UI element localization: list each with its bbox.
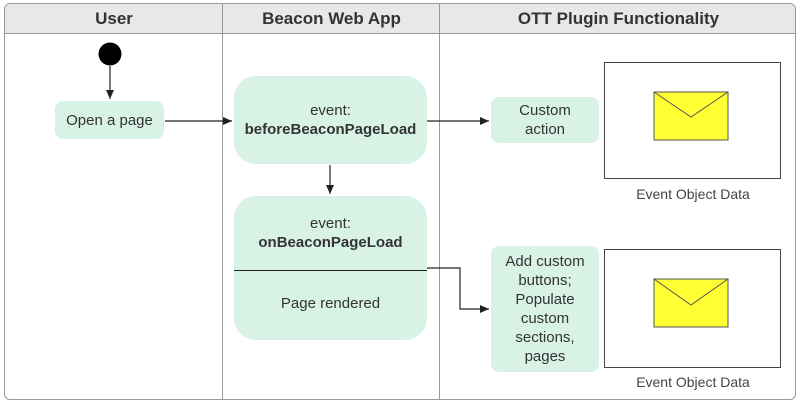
event-prefix-label: event: bbox=[310, 102, 351, 119]
lane-title-app: Beacon Web App bbox=[262, 8, 401, 28]
on-page-load-header: event: onBeaconPageLoad bbox=[258, 196, 402, 270]
flow-arrow bbox=[427, 267, 489, 313]
open-page-label: Open a page bbox=[66, 111, 153, 129]
add-custom-line: custom bbox=[520, 310, 570, 327]
event-object-caption: Event Object Data bbox=[636, 186, 750, 202]
lane-divider bbox=[222, 4, 223, 399]
lane-header-user: User bbox=[5, 4, 223, 34]
on-page-load-event: event: onBeaconPageLoad Page rendered bbox=[234, 196, 427, 340]
lane-title-plugin: OTT Plugin Functionality bbox=[517, 8, 720, 28]
compartment-divider bbox=[234, 270, 427, 271]
add-custom-line: pages bbox=[524, 348, 566, 365]
lane-title-user: User bbox=[95, 8, 133, 28]
lane-header-app: Beacon Web App bbox=[223, 4, 440, 34]
page-rendered-label: Page rendered bbox=[280, 294, 381, 312]
before-page-load-event: event: beforeBeaconPageLoad bbox=[234, 76, 427, 164]
add-custom-buttons-action: Add custom buttons; Populate custom sect… bbox=[491, 246, 599, 372]
envelope-icon bbox=[653, 91, 729, 141]
custom-action: Custom action bbox=[491, 97, 599, 143]
event-object-caption: Event Object Data bbox=[636, 374, 750, 390]
custom-action-line: action bbox=[524, 121, 566, 138]
add-custom-line: Populate bbox=[515, 291, 575, 308]
lane-divider bbox=[439, 4, 440, 399]
lane-header-plugin: OTT Plugin Functionality bbox=[440, 4, 795, 34]
add-custom-line: buttons; bbox=[518, 272, 572, 289]
swimlane-diagram: User Beacon Web App OTT Plugin Functiona… bbox=[4, 3, 796, 400]
open-page-action: Open a page bbox=[55, 101, 164, 139]
add-custom-line: Add custom bbox=[505, 253, 585, 270]
start-node-icon bbox=[98, 42, 122, 66]
custom-action-line: Custom bbox=[519, 102, 571, 119]
envelope-icon bbox=[653, 278, 729, 328]
event-name-label: beforeBeaconPageLoad bbox=[244, 121, 417, 138]
event-prefix-label: event: bbox=[310, 215, 351, 232]
add-custom-line: sections, bbox=[515, 329, 575, 346]
page-rendered-section: Page rendered bbox=[281, 270, 380, 336]
event-name-label: onBeaconPageLoad bbox=[258, 234, 403, 251]
